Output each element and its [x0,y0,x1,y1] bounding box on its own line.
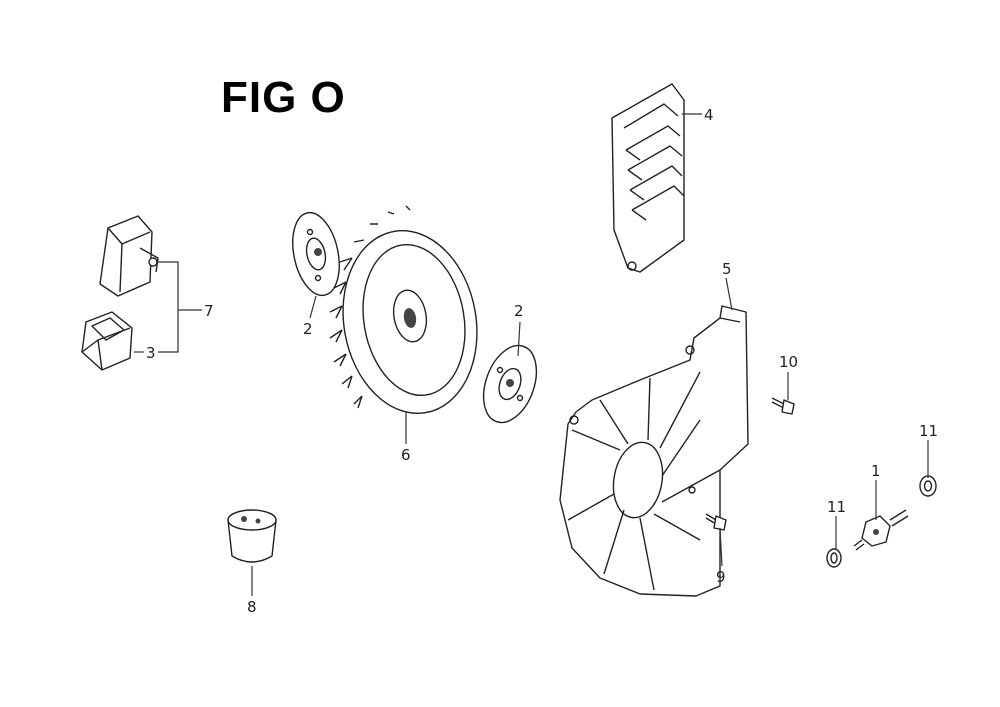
callout-4: 4 [704,106,714,124]
leader-lines [134,113,929,596]
part-10-bolt [771,397,795,415]
callout-9: 9 [716,568,726,586]
callout-11-upper: 11 [919,422,938,440]
callout-2-left: 2 [303,320,313,338]
callout-2-right: 2 [514,302,524,320]
part-2-washer-right [482,344,538,424]
part-11-clamp-lower [826,548,842,568]
callout-7: 7 [204,302,214,320]
callout-6: 6 [401,446,411,464]
part-6-flywheel-fan [329,205,478,415]
part-5-fan-shroud [559,305,749,597]
callout-10: 10 [779,353,798,371]
callout-1: 1 [871,462,881,480]
callout-5: 5 [722,260,732,278]
part-4-cylinder-baffle [611,83,685,273]
part-3-switch-base [81,311,133,371]
figure-title: FIG O [221,73,346,122]
part-1-fitting [853,509,909,551]
callout-11-lower: 11 [827,498,846,516]
part-2-washer-left [292,211,340,297]
part-7-switch-housing [99,215,159,297]
callout-3: 3 [146,344,156,362]
part-8-rubber-cap [227,509,277,563]
part-9-bolt [705,513,727,531]
part-11-clamp-upper [919,475,937,497]
callout-8: 8 [247,598,257,616]
